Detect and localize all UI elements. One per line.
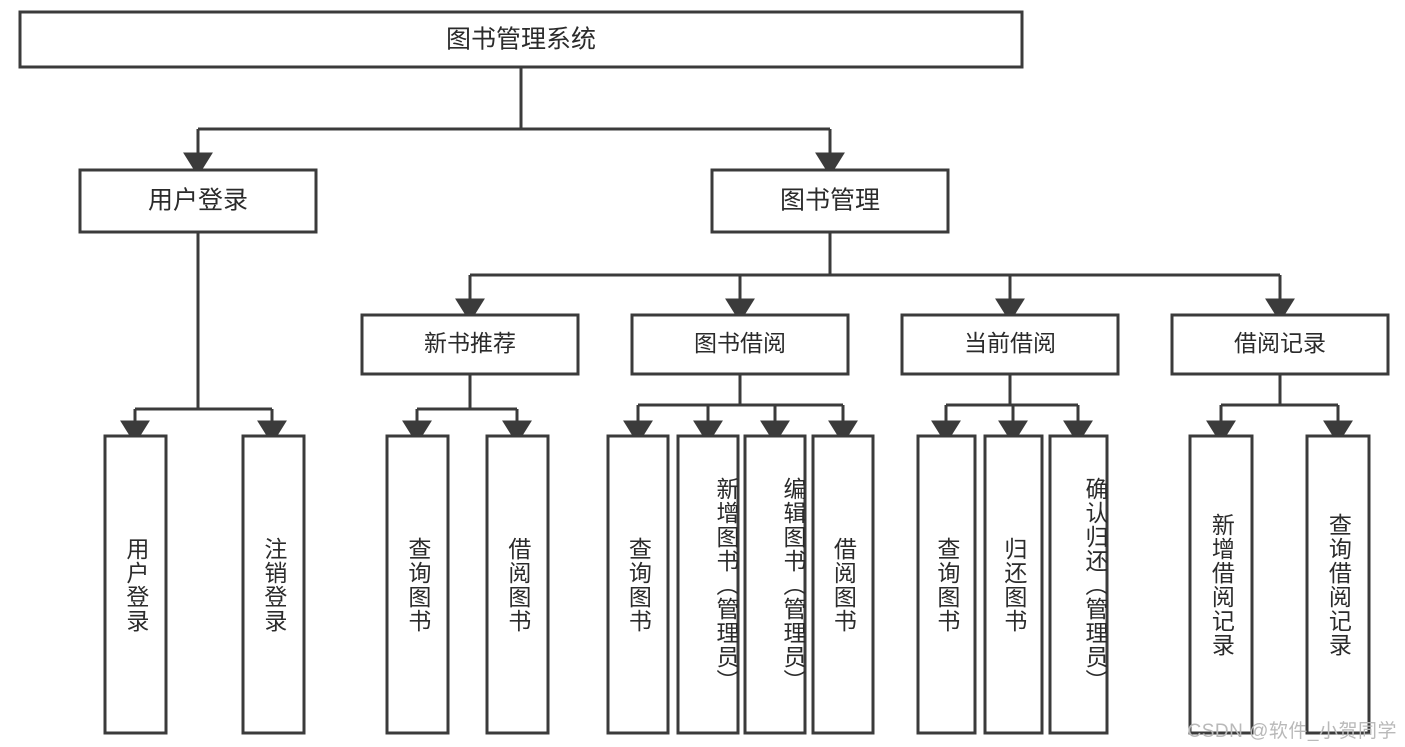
node-root-label: 图书管理系统	[446, 26, 596, 54]
leaf-box[interactable]	[811, 434, 875, 735]
leaf-box[interactable]	[1048, 434, 1109, 735]
leaf-box[interactable]	[743, 434, 807, 735]
leaf-label-query-book: 查询图书	[625, 536, 652, 633]
node-user-login-label: 用户登录	[148, 187, 248, 215]
node-new-book-recommend-label: 新书推荐	[424, 330, 516, 356]
leaf-label-query-book-rec: 查询图书	[404, 536, 431, 633]
node-current-borrow-label: 当前借阅	[964, 330, 1056, 356]
leaf-label-user-login: 用户登录	[122, 536, 149, 633]
node-current-borrow[interactable]: 当前借阅	[900, 313, 1120, 376]
leaf-box[interactable]	[1188, 434, 1254, 735]
node-book-borrow-label: 图书借阅	[694, 330, 786, 356]
leaf-label-return-book: 归还图书	[1000, 536, 1027, 633]
leaf-label-add-record: 新增借阅记录	[1208, 512, 1235, 657]
leaf-label-logout: 注销登录	[260, 536, 287, 633]
node-borrow-record-label: 借阅记录	[1234, 330, 1326, 356]
leaf-box[interactable]	[241, 434, 306, 735]
leaf-label-add-book-admin: 新增图书（管理员）	[713, 476, 738, 693]
leaf-label-query-record: 查询借阅记录	[1325, 512, 1352, 657]
leaf-label-query-book-cur: 查询图书	[933, 536, 960, 633]
leaf-label-edit-book-admin: 编辑图书（管理员）	[780, 476, 805, 693]
leaf-box[interactable]	[485, 434, 550, 735]
leaf-label-borrow-book: 借阅图书	[830, 536, 857, 633]
leaf-box[interactable]	[676, 434, 740, 735]
leaf-label-borrow-book-rec: 借阅图书	[504, 536, 531, 633]
connector-lines	[120, 67, 1353, 445]
node-book-borrow[interactable]: 图书借阅	[630, 313, 850, 376]
node-new-book-recommend[interactable]: 新书推荐	[360, 313, 580, 376]
node-book-management[interactable]: 图书管理	[710, 168, 950, 234]
leaf-box[interactable]	[103, 434, 168, 735]
leaf-box[interactable]	[983, 434, 1044, 735]
node-book-management-label: 图书管理	[780, 187, 880, 215]
leaf-box[interactable]	[385, 434, 450, 735]
node-user-login[interactable]: 用户登录	[78, 168, 318, 234]
node-borrow-record[interactable]: 借阅记录	[1170, 313, 1390, 376]
leaf-box[interactable]	[916, 434, 977, 735]
leaf-label-confirm-return: 确认归还（管理员）	[1082, 476, 1107, 693]
node-root[interactable]: 图书管理系统	[18, 10, 1024, 69]
leaf-box[interactable]	[606, 434, 670, 735]
leaf-box[interactable]	[1305, 434, 1371, 735]
leaf-node-boxes	[103, 434, 1371, 735]
